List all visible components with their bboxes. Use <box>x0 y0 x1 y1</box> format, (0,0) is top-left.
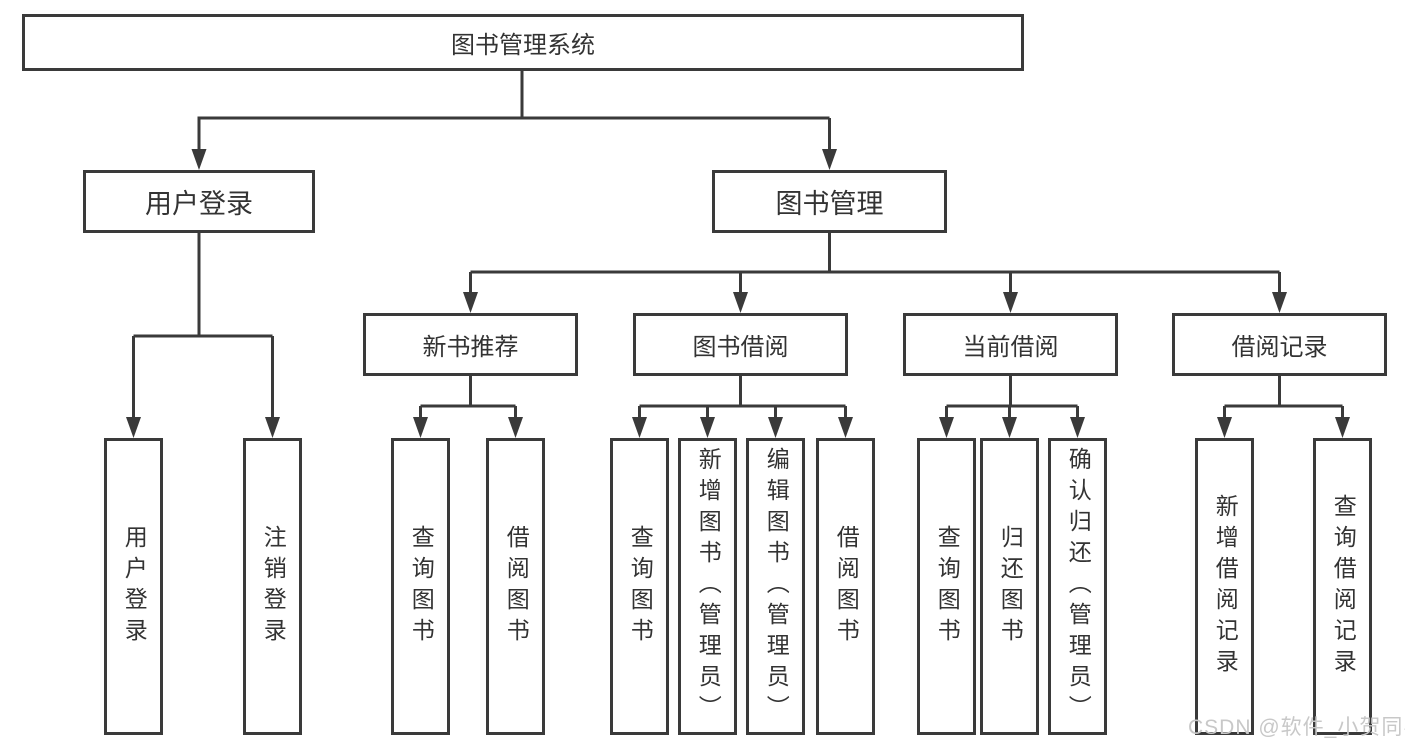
leaf-add-books-admin: 新增图书（管理员） <box>678 438 737 735</box>
arrowhead <box>463 292 478 313</box>
arrowhead <box>632 417 647 438</box>
connector-line <box>197 71 831 152</box>
leaf-label: 确认归还（管理员） <box>1065 447 1092 726</box>
connector-line <box>945 376 1079 419</box>
leaf-borrow-query-books: 查询图书 <box>610 438 669 735</box>
edges-root <box>191 71 837 170</box>
node-label: 图书借阅 <box>692 334 789 361</box>
edges-current-borrow <box>939 376 1085 438</box>
node-user-login: 用户登录 <box>83 170 315 233</box>
leaf-label: 查询借阅记录 <box>1330 493 1357 680</box>
arrowhead <box>191 149 207 170</box>
leaf-label: 借阅图书 <box>833 524 860 649</box>
edges-book-borrow <box>632 376 853 438</box>
node-new-book-rec: 新书推荐 <box>363 313 578 376</box>
arrowhead <box>838 417 853 438</box>
edges-borrow-records <box>1217 376 1350 438</box>
leaf-label: 查询图书 <box>934 524 961 649</box>
node-borrow-records: 借阅记录 <box>1172 313 1387 376</box>
connector-line <box>469 233 1281 295</box>
node-label: 图书管理 <box>775 189 884 219</box>
node-current-borrow: 当前借阅 <box>903 313 1118 376</box>
leaf-label: 归还图书 <box>997 524 1024 649</box>
node-label: 新书推荐 <box>422 334 519 361</box>
arrowhead <box>1335 417 1350 438</box>
leaf-add-borrow-record: 新增借阅记录 <box>1195 438 1254 735</box>
arrowhead <box>1003 292 1018 313</box>
arrowhead <box>1217 417 1232 438</box>
csdn-watermark: CSDN @软件_小贺同学 <box>1188 716 1405 739</box>
arrowhead <box>265 417 280 438</box>
edges-new-book-rec <box>413 376 523 438</box>
node-book-borrow: 图书借阅 <box>633 313 848 376</box>
edges-user-login <box>126 233 280 438</box>
arrowhead <box>768 417 783 438</box>
node-label: 借阅记录 <box>1231 334 1328 361</box>
arrowhead <box>1272 292 1287 313</box>
leaf-label: 注销登录 <box>260 524 287 649</box>
leaf-query-borrow-record: 查询借阅记录 <box>1313 438 1372 735</box>
leaf-edit-books-admin: 编辑图书（管理员） <box>746 438 805 735</box>
leaf-confirm-return-admin: 确认归还（管理员） <box>1048 438 1107 735</box>
connector-line <box>419 376 517 419</box>
leaf-rec-borrow-books: 借阅图书 <box>486 438 545 735</box>
leaf-user-login: 用户登录 <box>104 438 163 735</box>
connector-line <box>638 376 847 419</box>
leaf-borrow-books: 借阅图书 <box>816 438 875 735</box>
arrowhead <box>1002 417 1017 438</box>
connector-line <box>1223 376 1344 419</box>
leaf-label: 查询图书 <box>408 524 435 649</box>
node-label: 当前借阅 <box>962 334 1059 361</box>
connector-line <box>132 233 274 419</box>
leaf-label: 查询图书 <box>627 524 654 649</box>
arrowhead <box>700 417 715 438</box>
leaf-label: 编辑图书（管理员） <box>763 447 790 726</box>
edges-book-mgmt <box>463 233 1287 313</box>
node-book-mgmt: 图书管理 <box>712 170 947 233</box>
arrowhead <box>733 292 748 313</box>
arrowhead <box>822 149 837 170</box>
arrowhead <box>413 417 428 438</box>
leaf-label: 借阅图书 <box>503 524 530 649</box>
leaf-logout: 注销登录 <box>243 438 302 735</box>
arrowhead <box>126 417 141 438</box>
leaf-label: 用户登录 <box>121 524 148 649</box>
node-label: 图书管理系统 <box>451 32 595 59</box>
arrowhead <box>1070 417 1085 438</box>
leaf-label: 新增借阅记录 <box>1212 493 1239 680</box>
node-label: 用户登录 <box>145 189 253 219</box>
arrowhead <box>508 417 523 438</box>
leaf-return-books: 归还图书 <box>980 438 1039 735</box>
arrowhead <box>939 417 954 438</box>
node-root: 图书管理系统 <box>22 14 1024 71</box>
leaf-current-query-books: 查询图书 <box>917 438 976 735</box>
leaf-label: 新增图书（管理员） <box>695 447 722 726</box>
leaf-rec-query-books: 查询图书 <box>391 438 450 735</box>
